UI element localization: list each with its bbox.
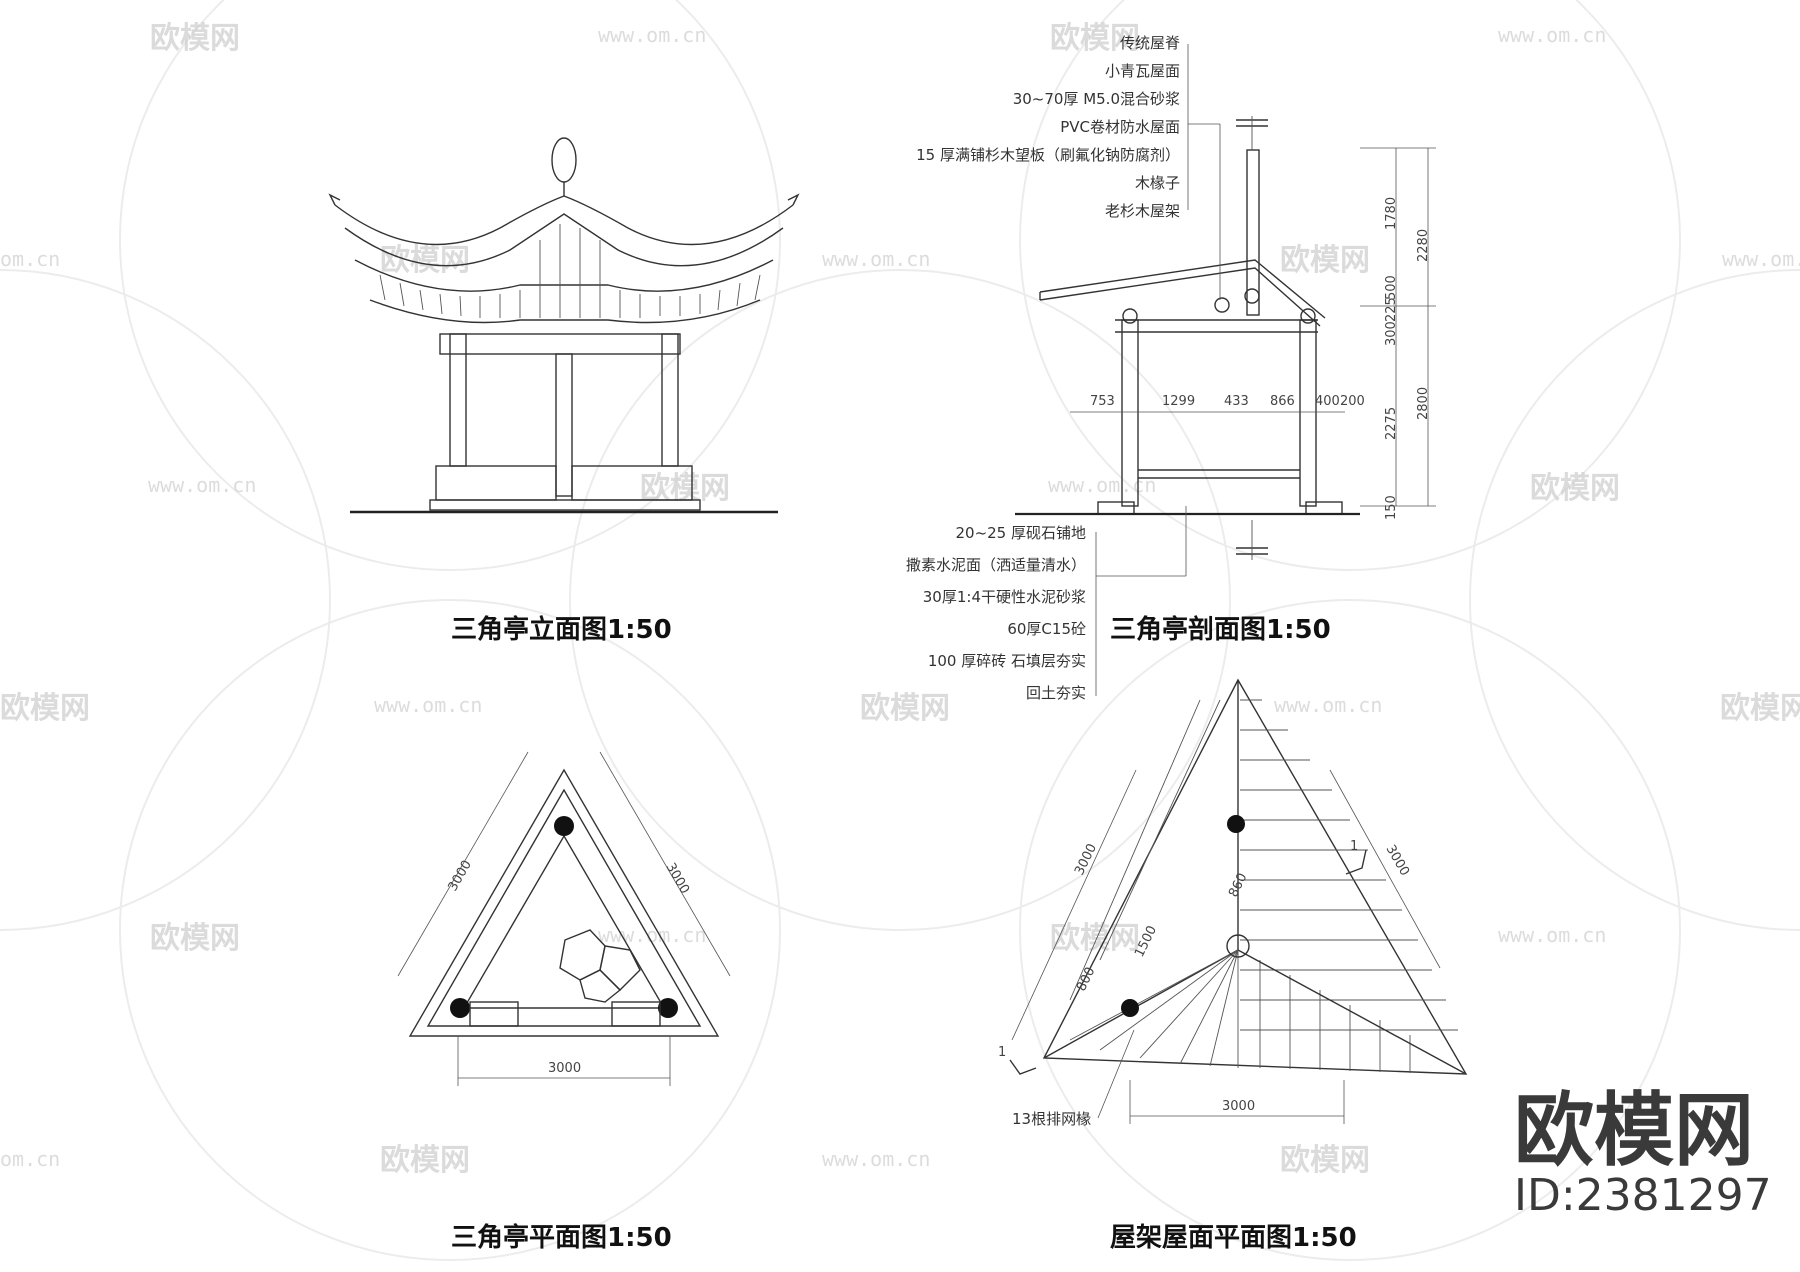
note-tile: 小青瓦屋面 <box>1105 62 1180 80</box>
dim-v-3: 225 <box>1384 297 1399 322</box>
watermark-url: www.om.cn <box>1274 693 1382 717</box>
watermark-url: www.om.cn <box>148 473 256 497</box>
note-cement-face: 撒素水泥面（洒适量清水） <box>906 556 1086 574</box>
watermark-url: www.om.cn <box>1498 23 1606 47</box>
watermark-brand: 欧模网 <box>1720 691 1800 726</box>
brand-block: 欧模网 ID:2381297 <box>1514 1084 1772 1221</box>
roof-dim-small-1: 800 <box>1074 965 1098 994</box>
watermark-url: www.om.cn <box>822 247 930 271</box>
roof-section-mark-1: 1 <box>998 1045 1006 1060</box>
watermark-brand: 欧模网 <box>150 21 240 56</box>
dim-v-1: 1780 <box>1384 197 1399 230</box>
note-rubble: 100 厚碎砖 石填层夯实 <box>928 652 1086 670</box>
plan-dim-bottom: 3000 <box>548 1061 581 1076</box>
watermark-url: om.cn <box>0 1147 60 1171</box>
elevation-title: 三角亭立面图1:50 <box>451 614 672 645</box>
note-dry-mortar: 30厚1:4干硬性水泥砂浆 <box>923 588 1086 606</box>
plan-title: 三角亭平面图1:50 <box>451 1222 672 1253</box>
dim-v-6: 150 <box>1384 495 1399 520</box>
section-floor-notes: 20~25 厚砚石铺地 撒素水泥面（洒适量清水） 30厚1:4干硬性水泥砂浆 6… <box>906 506 1187 702</box>
plan-dim-right: 3000 <box>663 861 693 897</box>
dim-v-outer-2: 2800 <box>1416 387 1431 420</box>
roof-dim-bottom: 3000 <box>1222 1099 1255 1114</box>
section-title: 三角亭剖面图1:50 <box>1110 614 1331 645</box>
dim-h-1: 753 <box>1090 394 1115 409</box>
brand-logo: 欧模网 <box>1514 1084 1754 1177</box>
watermark-brand: 欧模网 <box>0 691 90 726</box>
watermark-brand: 欧模网 <box>380 1143 470 1178</box>
note-ridge: 传统屋脊 <box>1120 34 1180 52</box>
note-boarding: 15 厚满铺杉木望板（刷氟化钠防腐剂） <box>916 146 1180 164</box>
dim-h-6: 200 <box>1340 394 1365 409</box>
roof-section-mark-2: 1 <box>1350 839 1358 854</box>
watermarks: 欧模网 www.om.cn 欧模网 www.om.cn om.cn 欧模网 ww… <box>0 21 1800 1178</box>
watermark-brand: 欧模网 <box>1280 1143 1370 1178</box>
note-backfill: 回土夯实 <box>1026 684 1086 702</box>
roof-dim-small-3: 860 <box>1226 871 1250 900</box>
note-concrete: 60厚C15砼 <box>1007 620 1086 638</box>
watermark-brand: 欧模网 <box>1280 243 1370 278</box>
watermark-url: www.om.cn <box>1048 473 1156 497</box>
roof-note-rafters: 13根排网椽 <box>1012 1110 1091 1128</box>
brand-id: ID:2381297 <box>1514 1170 1772 1221</box>
watermark-brand: 欧模网 <box>640 471 730 506</box>
plan-drawing: 3000 3000 3000 <box>397 751 731 1086</box>
dim-v-5: 2275 <box>1384 407 1399 440</box>
dim-h-5: 400 <box>1315 394 1340 409</box>
watermark-url: www.om.cn <box>1722 247 1800 271</box>
watermark-brand: 欧模网 <box>380 243 470 278</box>
dim-h-4: 866 <box>1270 394 1295 409</box>
note-pvc: PVC卷材防水屋面 <box>1060 118 1180 136</box>
watermark-brand: 欧模网 <box>150 921 240 956</box>
section-drawing <box>1015 116 1360 560</box>
section-roof-notes: 传统屋脊 小青瓦屋面 30~70厚 M5.0混合砂浆 PVC卷材防水屋面 15 … <box>916 34 1221 300</box>
watermark-brand: 欧模网 <box>1530 471 1620 506</box>
note-rafter: 木椽子 <box>1135 174 1180 192</box>
watermark-url: www.om.cn <box>822 1147 930 1171</box>
dim-v-4: 300 <box>1384 321 1399 346</box>
section-dimensions: 753 1299 433 866 400 200 1780 500 225 30… <box>1090 147 1436 520</box>
dim-h-2: 1299 <box>1162 394 1195 409</box>
roof-dim-left: 3000 <box>1072 841 1100 877</box>
roof-plan-title: 屋架屋面平面图1:50 <box>1110 1223 1357 1253</box>
note-mortar: 30~70厚 M5.0混合砂浆 <box>1013 90 1180 108</box>
plan-dim-left: 3000 <box>445 858 475 894</box>
watermark-url: www.om.cn <box>598 23 706 47</box>
watermark-url: www.om.cn <box>374 693 482 717</box>
note-truss: 老杉木屋架 <box>1105 202 1180 220</box>
note-paving: 20~25 厚砚石铺地 <box>955 524 1086 542</box>
dim-v-outer-1: 2280 <box>1416 229 1431 262</box>
dim-h-3: 433 <box>1224 394 1249 409</box>
watermark-url: www.om.cn <box>1498 923 1606 947</box>
elevation-drawing <box>328 137 800 514</box>
watermark-brand: 欧模网 <box>860 691 950 726</box>
watermark-brand: 欧模网 <box>1050 921 1140 956</box>
watermark-brand: 欧模网 <box>1050 21 1140 56</box>
watermark-url: om.cn <box>0 247 60 271</box>
dim-v-2: 500 <box>1384 275 1399 300</box>
roof-plan-drawing: 3000 3000 3000 800 1500 860 1 1 13根排网椽 <box>998 678 1468 1128</box>
